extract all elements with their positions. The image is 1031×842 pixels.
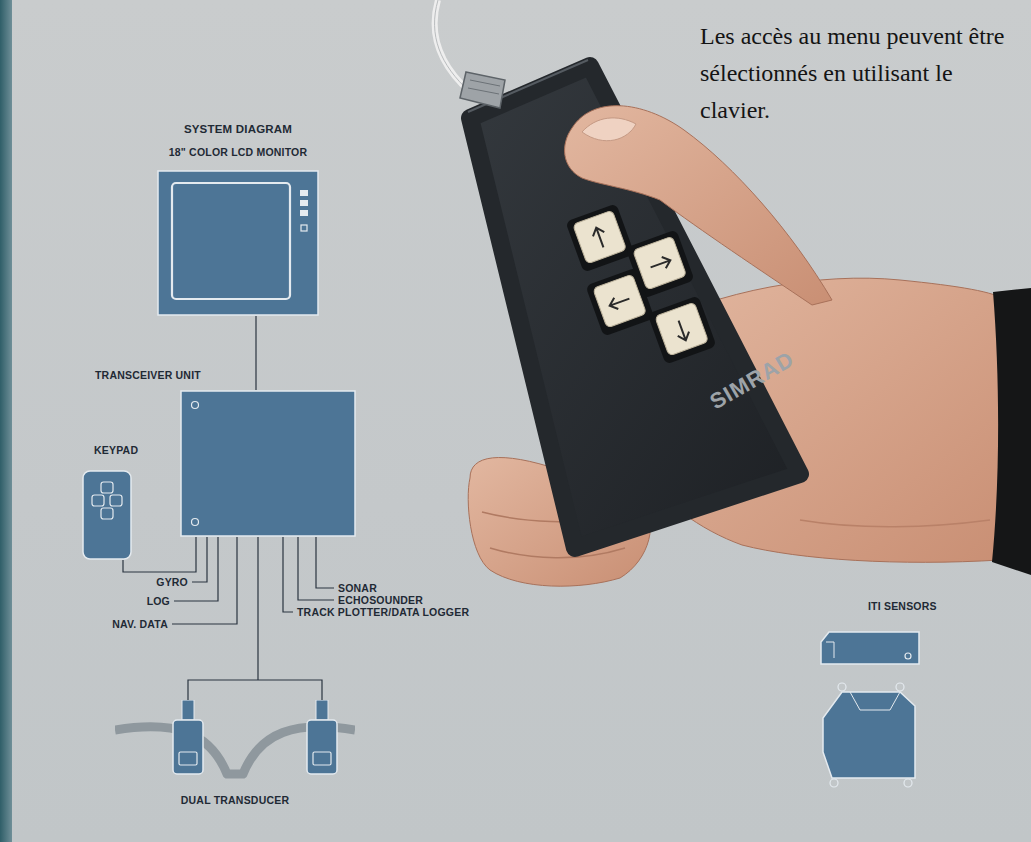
- monitor-box-outline: [157, 170, 319, 316]
- edge-strip: [0, 0, 12, 842]
- node-heading: DUAL TRANSDUCER: [115, 794, 355, 806]
- keypad-symbol-outline: [82, 470, 132, 560]
- monitor-box-art: [157, 170, 319, 316]
- signal-name: TRACK PLOTTER/DATA LOGGER: [297, 606, 469, 618]
- thumbnail: [582, 118, 636, 141]
- signal-name: SONAR: [338, 582, 377, 594]
- connector: [255, 316, 256, 390]
- connector-plug: [460, 72, 505, 108]
- connector: [188, 537, 322, 700]
- signal-name: NAV. DATA: [112, 618, 168, 630]
- leader-line: [283, 537, 293, 612]
- sensor-symbol-art: [820, 630, 920, 788]
- node-heading: TRANSCEIVER UNIT: [95, 369, 201, 381]
- sensor-symbol-outline: [820, 630, 920, 788]
- signal-name: ECHOSOUNDER: [338, 594, 423, 606]
- transceiver-box-art: [180, 390, 356, 537]
- leader-line: [298, 537, 334, 600]
- thumb: [565, 106, 832, 305]
- transceiver-box-outline: [180, 390, 356, 537]
- leader-line: [316, 537, 334, 588]
- node-heading: ITI SENSORS: [868, 600, 937, 612]
- connector: [123, 537, 196, 572]
- transducer-symbol: DUAL TRANSDUCER: [115, 700, 357, 812]
- leader-line: [192, 537, 207, 582]
- transducer-symbol-art: [115, 700, 355, 780]
- transducer-symbol-outline: [115, 700, 355, 780]
- keypad-symbol-art: [82, 470, 132, 560]
- sleeve: [992, 288, 1031, 575]
- keypad-buttons: [565, 203, 716, 364]
- signal-name: GYRO: [156, 576, 188, 588]
- caption-note: Les accès au menu peuvent être sélection…: [700, 18, 1012, 129]
- keypad-symbol: KEYPAD: [80, 444, 140, 564]
- diagram-title: SYSTEM DIAGRAM: [150, 122, 326, 136]
- node-heading: 18" COLOR LCD MONITOR: [150, 146, 326, 158]
- monitor-box: 18" COLOR LCD MONITOR: [150, 146, 328, 318]
- signal-name: LOG: [147, 595, 170, 607]
- node-heading: KEYPAD: [94, 444, 138, 456]
- sensor-symbol: ITI SENSORS: [812, 598, 942, 793]
